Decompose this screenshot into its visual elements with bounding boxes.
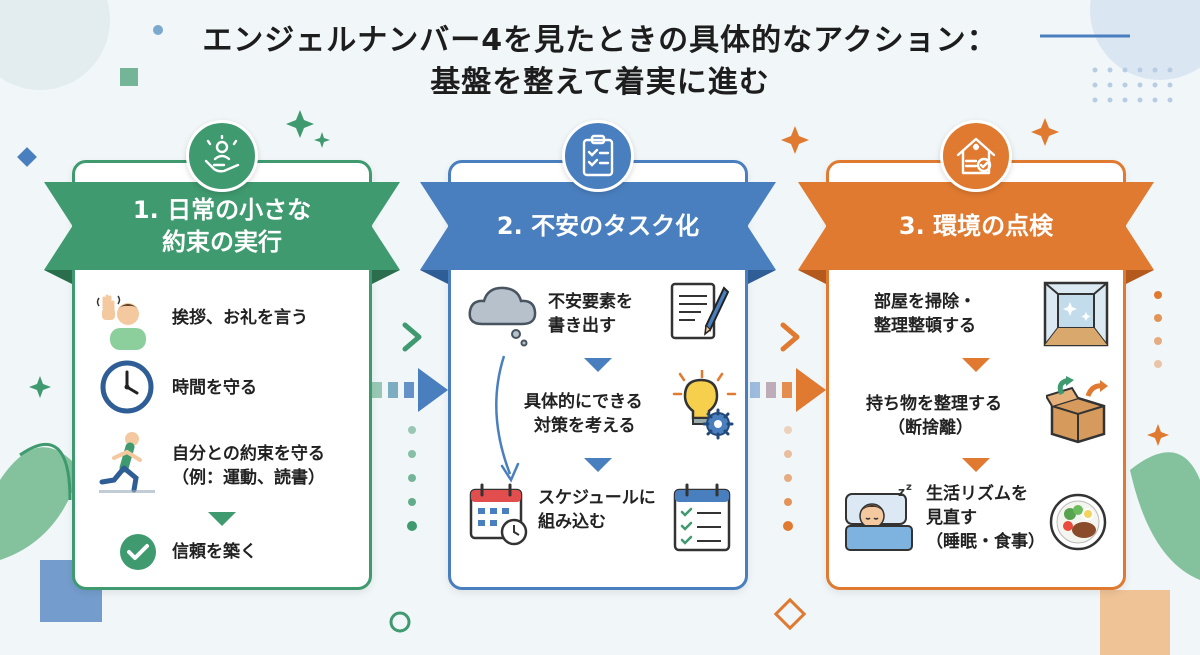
item-think-measures-line1: 具体的にできる <box>524 392 643 412</box>
column-heading-ribbon: 3. 環境の点検 <box>798 182 1154 270</box>
item-schedule: スケジュールに 組み込む <box>538 486 656 534</box>
item-review-rhythm-line3: （睡眠・食事） <box>926 532 1045 552</box>
ribbon-fold-right <box>372 270 400 284</box>
column-heading-line1: 1. 日常の小さな <box>132 196 312 224</box>
item-clean-room-line2: 整理整頓する <box>874 316 976 336</box>
column-heading-line1: 3. 環境の点検 <box>898 212 1054 240</box>
item-greeting-text: 挨拶、お礼を言う <box>172 308 308 328</box>
column-heading-ribbon: 1. 日常の小さな 約束の実行 <box>44 182 400 270</box>
clipboard-checklist-icon <box>562 120 634 192</box>
item-organize-belongings-line1: 持ち物を整理する <box>866 394 1002 414</box>
item-keep-time-text: 時間を守る <box>172 378 257 398</box>
down-arrow <box>584 358 612 372</box>
item-think-measures: 具体的にできる 対策を考える <box>524 390 643 438</box>
column-task-anxiety: 2. 不安のタスク化 不安要素を 書き出す 具体的にできる <box>420 120 776 590</box>
ribbon-fold-left <box>798 270 826 284</box>
chevron-right-icon <box>402 322 422 352</box>
hand-person-icon <box>186 120 258 192</box>
item-self-promise-line1: 自分との約束を守る <box>172 444 325 464</box>
flow-arrow-right <box>750 368 826 412</box>
lightbulb-gear-icon <box>672 368 738 446</box>
item-self-promise-line2: （例：運動、読書） <box>172 468 325 488</box>
item-write-anxiety: 不安要素を 書き出す <box>548 290 633 338</box>
item-schedule-line1: スケジュールに <box>538 488 656 508</box>
item-organize-belongings-line2: （断捨離） <box>888 418 973 438</box>
ribbon-fold-right <box>1126 270 1154 284</box>
ribbon-fold-left <box>44 270 72 284</box>
column-daily-promises: 1. 日常の小さな 約束の実行 挨拶、お礼を言う <box>44 120 400 590</box>
meal-plate-icon <box>1048 492 1108 556</box>
ribbon-fold-right <box>748 270 776 284</box>
column-heading-line1: 2. 不安のタスク化 <box>496 212 700 240</box>
column-heading-ribbon: 2. 不安のタスク化 <box>420 182 776 270</box>
clean-room-icon <box>1042 280 1110 352</box>
calendar-clock-icon <box>468 482 530 552</box>
item-write-anxiety-line1: 不安要素を <box>548 292 633 312</box>
flow-arrow-right <box>372 368 448 412</box>
cloud-icon <box>466 280 542 354</box>
item-review-rhythm-line2: 見直す <box>926 508 977 528</box>
down-arrow <box>584 458 612 472</box>
svg-text:z: z <box>906 482 912 493</box>
down-arrow <box>962 458 990 472</box>
waving-person-icon <box>96 290 156 354</box>
column-heading-line2: 約束の実行 <box>161 228 282 256</box>
house-check-icon <box>940 120 1012 192</box>
item-clean-room: 部屋を掃除・ 整理整頓する <box>874 290 976 338</box>
down-arrow <box>208 512 236 526</box>
column-environment-check: 3. 環境の点検 部屋を掃除・ 整理整頓する 持ち物を整理する （断捨離） <box>798 120 1154 590</box>
item-clean-room-line1: 部屋を掃除・ <box>874 292 976 312</box>
item-greeting: 挨拶、お礼を言う <box>172 306 308 330</box>
svg-text:z: z <box>898 485 905 499</box>
check-circle-icon <box>118 532 158 576</box>
calendar-checklist-icon <box>672 482 734 558</box>
ribbon-fold-left <box>420 270 448 284</box>
dot-trail <box>407 426 417 531</box>
item-self-promise: 自分との約束を守る （例：運動、読書） <box>172 442 325 490</box>
title-line-2: 基盤を整えて着実に進む <box>430 65 770 100</box>
item-write-anxiety-line2: 書き出す <box>548 316 616 336</box>
running-person-icon <box>96 430 158 500</box>
item-think-measures-line2: 対策を考える <box>534 416 636 436</box>
item-review-rhythm-line1: 生活リズムを <box>926 484 1028 504</box>
item-schedule-line2: 組み込む <box>538 512 606 532</box>
item-keep-time: 時間を守る <box>172 376 257 400</box>
box-arrows-icon <box>1044 376 1110 448</box>
sleeping-person-icon: z z <box>844 482 920 556</box>
curved-arrow-down <box>495 355 520 483</box>
item-review-rhythm: 生活リズムを 見直す （睡眠・食事） <box>926 482 1045 554</box>
page-title: エンジェルナンバー4を見たときの具体的なアクション： 基盤を整えて着実に進む <box>0 20 1200 104</box>
clock-icon <box>100 360 154 418</box>
item-organize-belongings: 持ち物を整理する （断捨離） <box>866 392 1002 440</box>
title-line-1: エンジェルナンバー4を見たときの具体的なアクション： <box>202 23 998 58</box>
paper-pen-icon <box>666 278 732 348</box>
dot-trail <box>783 426 793 531</box>
item-build-trust-text: 信頼を築く <box>172 542 257 562</box>
down-arrow <box>962 358 990 372</box>
item-build-trust: 信頼を築く <box>172 540 257 564</box>
chevron-right-icon <box>780 322 800 352</box>
